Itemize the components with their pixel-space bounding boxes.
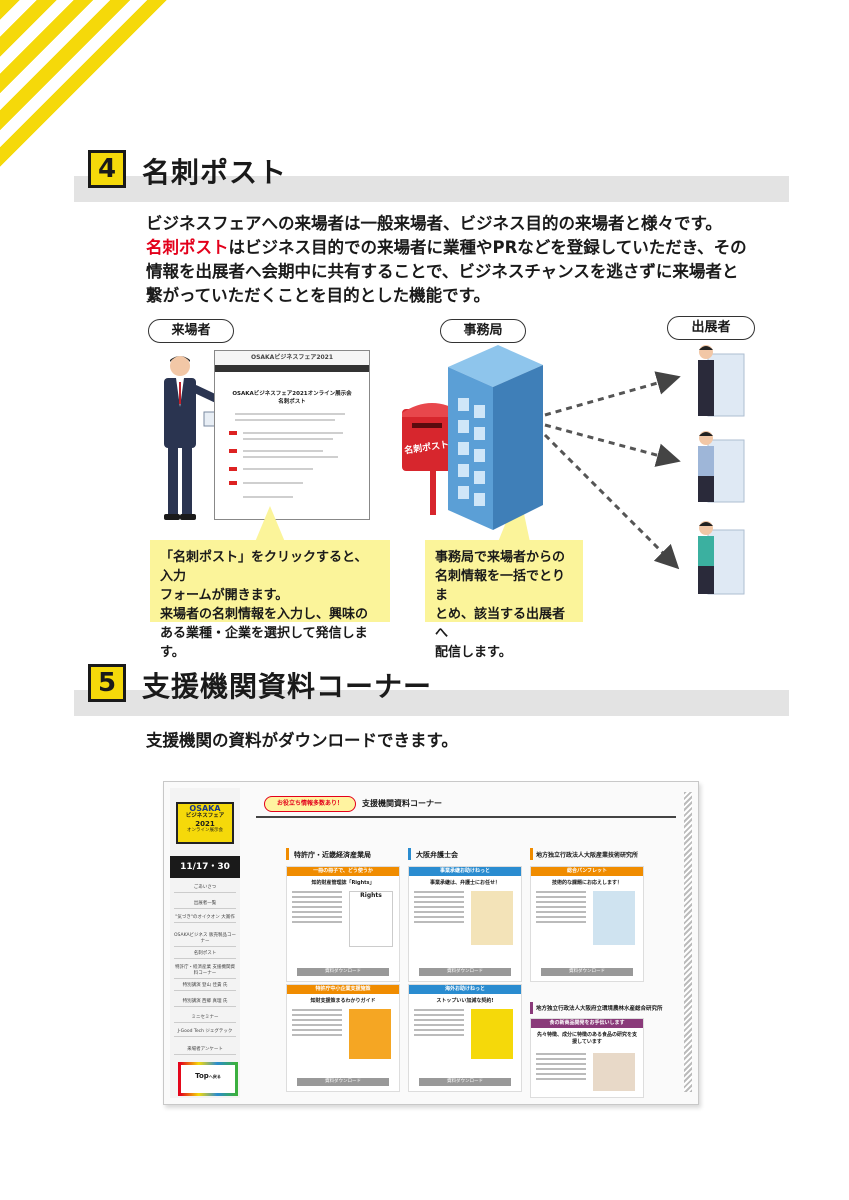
shot-card-image: Rights [349, 891, 393, 947]
download-button[interactable]: 資料ダウンロード [541, 968, 633, 976]
callout-office-line: 名刺情報を一括でとりま [435, 569, 566, 603]
shot-top-button[interactable]: Topへ戻る [178, 1062, 238, 1096]
shot-card-image [471, 891, 513, 945]
shot-top-button-sub: へ戻る [208, 1074, 221, 1079]
section-4-para-2: 名刺ポストはビジネス目的での来場者に業種やPRなどを登録していただき、その [146, 236, 747, 260]
section-4-bar [74, 176, 789, 202]
shot-card-sub: ストップいい加減な契約! [436, 998, 494, 1004]
section-5-title: 支援機関資料コーナー [142, 670, 433, 703]
shot-side-item[interactable]: OSAKAビジネス 販売製品コーナー [174, 932, 236, 947]
shot-logo-osaka: OSAKA [189, 804, 221, 813]
distribution-arrows [543, 371, 681, 570]
shot-card-image [593, 891, 635, 945]
shot-card-sub: 知的財産管理誌「Rights」 [311, 880, 375, 886]
shot-sidebar: OSAKA ビジネスフェア 2021 オンライン展示会 11/17・30 ごあい… [170, 788, 240, 1098]
exhibitor-label: 出展者 [667, 316, 755, 340]
callout-office: 事務局で来場者からの 名刺情報を一括でとりま とめ、該当する出展者へ 配信します… [425, 540, 583, 660]
section-4-para-4: 繋がっていただくことを目的とした機能です。 [146, 286, 491, 305]
callout-pointer-left [255, 506, 285, 542]
section-4-number: 4 [88, 150, 126, 188]
shot-col2-heading: 大阪弁護士会 [416, 851, 458, 859]
office-building-icon [448, 345, 543, 530]
download-button[interactable]: 資料ダウンロード [419, 968, 511, 976]
shot-card: 総合パンフレット 技術的な課題にお応えします！ 資料ダウンロード [530, 866, 644, 982]
shot-side-item[interactable]: 名刺ポスト [174, 950, 236, 959]
callout-visitor-line: フォームが開きます。 [160, 588, 289, 603]
shot-side-item[interactable]: 来場者アンケート [174, 1046, 236, 1055]
section-5-bar [74, 690, 789, 716]
exhibitor-figure-1 [698, 345, 745, 417]
shot-card-sub: 事業承継は、弁護士にお任せ！ [429, 880, 500, 886]
shot-side-item[interactable]: "気づき"のオイクオン 大賞作 [174, 914, 236, 923]
shot-card: 一冊の冊子で、どう使うか 知的財産管理誌「Rights」 Rights 資料ダウ… [286, 866, 400, 982]
shot-side-item[interactable]: ごあいさつ [174, 884, 236, 893]
download-button[interactable]: 資料ダウンロード [419, 1078, 511, 1086]
highlight-term: 名刺ポスト [146, 238, 229, 257]
callout-visitor-line: 「名刺ポスト」をクリックすると、入力 [160, 550, 368, 584]
shot-logo-line4: オンライン展示会 [187, 828, 223, 833]
shot-card: 事業承継お助けねっと 事業承継は、弁護士にお任せ！ 資料ダウンロード [408, 866, 522, 982]
shot-dates: 11/17・30 [170, 856, 240, 878]
shot-logo: OSAKA ビジネスフェア 2021 オンライン展示会 [176, 802, 234, 844]
section-4-title: 名刺ポスト [142, 156, 288, 189]
shot-card-sub: 先々特徴、成分に特徴のある食品の研究を支援しています [536, 1032, 637, 1045]
shot-card: 食の新商品開発をお手伝いします 先々特徴、成分に特徴のある食品の研究を支援してい… [530, 1018, 644, 1098]
form-title-2: 名刺ポスト [278, 399, 306, 405]
callout-visitor-line: 来場者の名刺情報を入力し、興味の [160, 607, 369, 622]
callout-office-line: 事務局で来場者からの [435, 550, 566, 565]
shot-card-image [593, 1053, 635, 1091]
shot-card: 特許庁中小企業支援施策 知財支援策まるわかりガイド 資料ダウンロード [286, 984, 400, 1092]
section-4-para-1: ビジネスフェアへの来場者は一般来場者、ビジネス目的の来場者と様々です。 [146, 214, 722, 233]
callout-office-line: 配信します。 [435, 645, 512, 660]
form-nav [215, 365, 369, 372]
shot-card-band: 事業承継お助けねっと [409, 867, 521, 876]
callout-visitor-line: ある業種・企業を選択して発信します。 [160, 626, 368, 660]
section-5-number: 5 [88, 664, 126, 702]
shot-card-sub: 技術的な課題にお応えします！ [551, 880, 622, 886]
exhibitor-figure-3 [698, 521, 745, 595]
shot-side-item[interactable]: 特別講演 登山 佳貴 氏 [174, 982, 236, 991]
shot-col1-heading: 特許庁・近畿経済産業局 [294, 851, 371, 859]
shot-top-button-label: Top [195, 1072, 209, 1080]
shot-logo-year: 2021 [195, 820, 215, 828]
shot-card: 海外お助けねっと ストップいい加減な契約! 資料ダウンロード [408, 984, 522, 1092]
shot-col4-heading: 地方独立行政法人大阪府立環境農林水産総合研究所 [536, 1006, 663, 1012]
resource-corner-screenshot: OSAKA ビジネスフェア 2021 オンライン展示会 11/17・30 ごあい… [163, 781, 699, 1105]
shot-card-image [471, 1009, 513, 1059]
shot-side-item[interactable]: 特許庁・経済産業 支援機関資料コーナー [174, 964, 236, 979]
form-title-1: OSAKAビジネスフェア2021オンライン展示会 [232, 391, 352, 397]
shot-header-line [256, 816, 676, 818]
callout-visitor: 「名刺ポスト」をクリックすると、入力 フォームが開きます。 来場者の名刺情報を入… [150, 540, 390, 660]
shot-card-band: 特許庁中小企業支援施策 [287, 985, 399, 994]
shot-card-band: 一冊の冊子で、どう使うか [287, 867, 399, 876]
shot-card-band: 食の新商品開発をお手伝いします [531, 1019, 643, 1028]
visitor-label: 来場者 [148, 319, 234, 343]
download-button[interactable]: 資料ダウンロード [297, 968, 389, 976]
shot-side-item[interactable]: 特別講演 西郷 真理 氏 [174, 998, 236, 1007]
shot-side-item[interactable]: 出展者一覧 [174, 900, 236, 909]
section-4-para-3: 情報を出展者へ会期中に共有することで、ビジネスチャンスを逃さずに来場者と [146, 262, 739, 281]
shot-card-sub: 知財支援策まるわかりガイド [310, 998, 376, 1004]
shot-col3-heading: 地方独立行政法人大阪産業技術研究所 [536, 852, 639, 859]
download-button[interactable]: 資料ダウンロード [297, 1078, 389, 1086]
exhibitor-figure-2 [698, 431, 745, 503]
shot-scroll-decor [684, 792, 692, 1092]
shot-tag: お役立ち情報多数あり！ [264, 796, 356, 812]
callout-office-line: とめ、該当する出展者へ [435, 607, 566, 641]
shot-header: 支援機関資料コーナー [362, 799, 442, 808]
para-2-rest: はビジネス目的での来場者に業種やPRなどを登録していただき、その [228, 238, 747, 257]
shot-card-band: 総合パンフレット [531, 867, 643, 876]
form-brand: OSAKAビジネスフェア2021 [215, 351, 369, 365]
shot-side-item[interactable]: ミニセミナー [174, 1014, 236, 1023]
post-box-icon [402, 403, 462, 515]
shot-card-image [349, 1009, 391, 1059]
section-5-para: 支援機関の資料がダウンロードできます。 [146, 731, 458, 750]
form-screenshot: OSAKAビジネスフェア2021 OSAKAビジネスフェア2021オンライン展示… [214, 350, 370, 520]
shot-card-band: 海外お助けねっと [409, 985, 521, 994]
shot-side-item[interactable]: J-Good Tech ジェグテック [174, 1028, 236, 1037]
office-label: 事務局 [440, 319, 526, 343]
shot-logo-line2: ビジネスフェア [185, 813, 225, 819]
corner-stripes [0, 0, 170, 170]
